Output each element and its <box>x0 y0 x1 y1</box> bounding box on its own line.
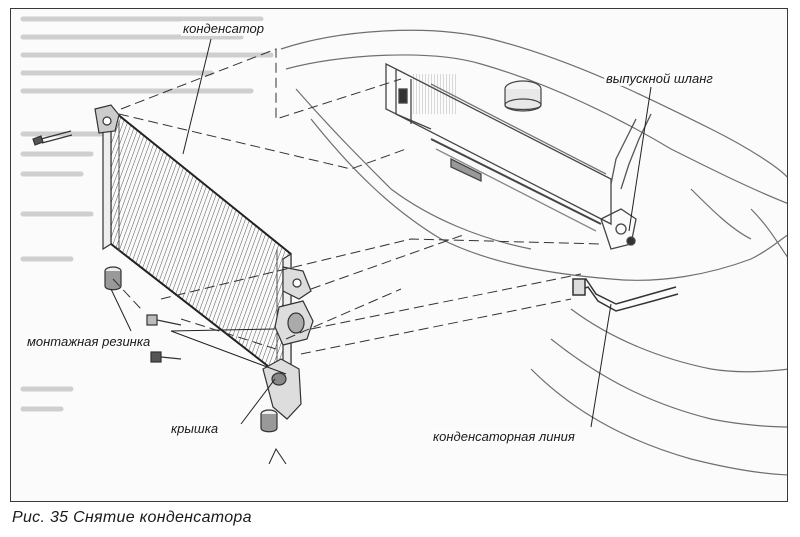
label-cover: крышка <box>169 421 221 436</box>
diagram-frame: конденсатор выпускной шланг монтажная ре… <box>10 8 788 502</box>
label-mounting-rubber: монтажная резинка <box>25 334 153 349</box>
reservoir-cap <box>504 80 542 112</box>
radiator-support <box>385 62 652 250</box>
assembly-dashed-lines <box>112 48 602 355</box>
label-condenser-line: конденсаторная линия <box>431 429 577 444</box>
mounting-rubber-icon <box>104 266 278 433</box>
bolt-icon <box>32 130 73 146</box>
grille-hatching <box>411 74 456 114</box>
condenser-line-pipe <box>572 278 679 312</box>
upper-bracket <box>94 104 120 134</box>
condenser-removal-drawing <box>20 16 787 476</box>
leader-lines <box>110 38 652 465</box>
small-bolts-icon <box>146 314 182 363</box>
figure-caption: Рис. 35 Снятие конденсатора <box>12 509 252 526</box>
label-discharge-hose: выпускной шланг <box>604 71 715 86</box>
label-condenser: конденсатор <box>181 21 266 36</box>
right-brackets <box>262 266 314 420</box>
car-front-body <box>280 29 787 476</box>
